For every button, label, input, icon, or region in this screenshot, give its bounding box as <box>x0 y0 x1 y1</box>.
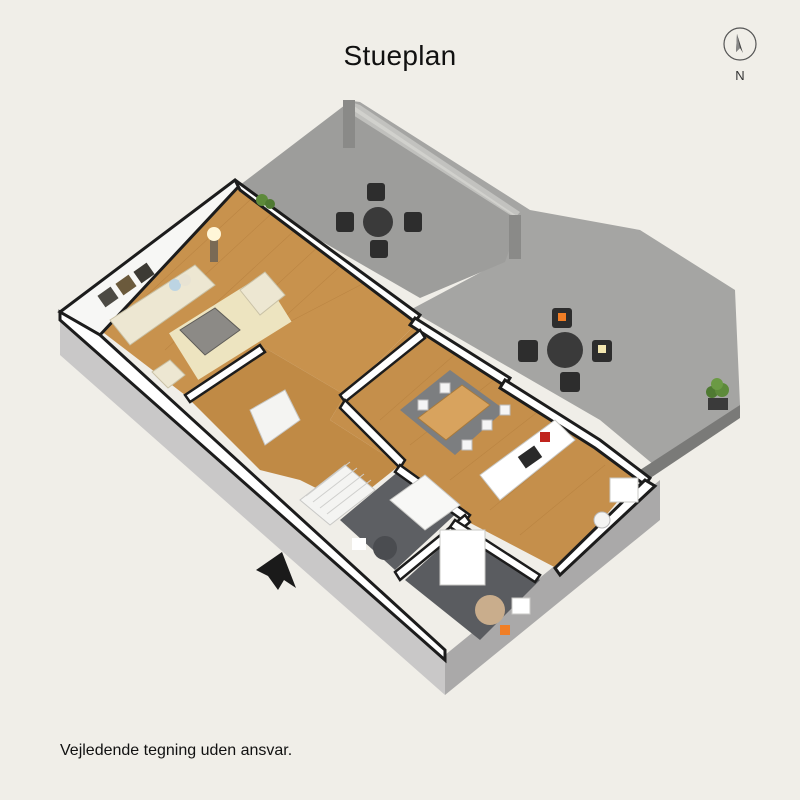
terrace-dining-set-2 <box>518 308 612 392</box>
terrace <box>345 100 740 470</box>
terrace-pillar-1 <box>343 100 355 148</box>
floor-lamp <box>210 232 218 262</box>
disclaimer: Vejledende tegning uden ansvar. <box>60 742 293 759</box>
house-side-front <box>445 480 660 695</box>
balcony-plant <box>256 194 275 209</box>
floor-lamp-shade <box>207 227 221 241</box>
cushion <box>169 279 181 291</box>
dining-chairs <box>417 382 511 451</box>
terrace-front <box>640 405 740 485</box>
bath-rug <box>373 536 397 560</box>
utility-basket <box>500 625 510 635</box>
dining-table <box>417 384 491 441</box>
ottoman <box>151 359 186 389</box>
stair-steps <box>305 461 372 515</box>
north-arrow-icon <box>723 27 757 61</box>
compass-label: N <box>735 68 745 83</box>
utility-rug <box>475 595 505 625</box>
side-table <box>593 511 611 529</box>
fridge <box>609 477 639 503</box>
house-side-left <box>60 312 445 695</box>
armchair <box>239 271 286 316</box>
washer <box>511 597 531 615</box>
entrance-arrow-icon <box>256 552 296 590</box>
cushion <box>179 274 191 286</box>
terrace-pillar-2 <box>509 215 521 259</box>
terrace-upper <box>240 105 520 298</box>
stairs-upper <box>249 389 301 446</box>
cooktop <box>517 445 543 469</box>
terrace-dining-set-1 <box>336 183 422 258</box>
sofa <box>109 264 216 346</box>
potted-plant <box>706 378 729 410</box>
floor-kitchen <box>330 320 640 570</box>
wardrobe <box>439 529 486 586</box>
bathtub <box>389 474 461 531</box>
page-title: Stueplan <box>343 40 457 71</box>
terrace-glass <box>345 100 520 218</box>
coffee-table <box>179 307 241 356</box>
toilet <box>352 538 366 550</box>
compass: N <box>720 26 760 86</box>
kitchen-kettle <box>540 432 550 442</box>
wall-pictures <box>97 262 155 308</box>
